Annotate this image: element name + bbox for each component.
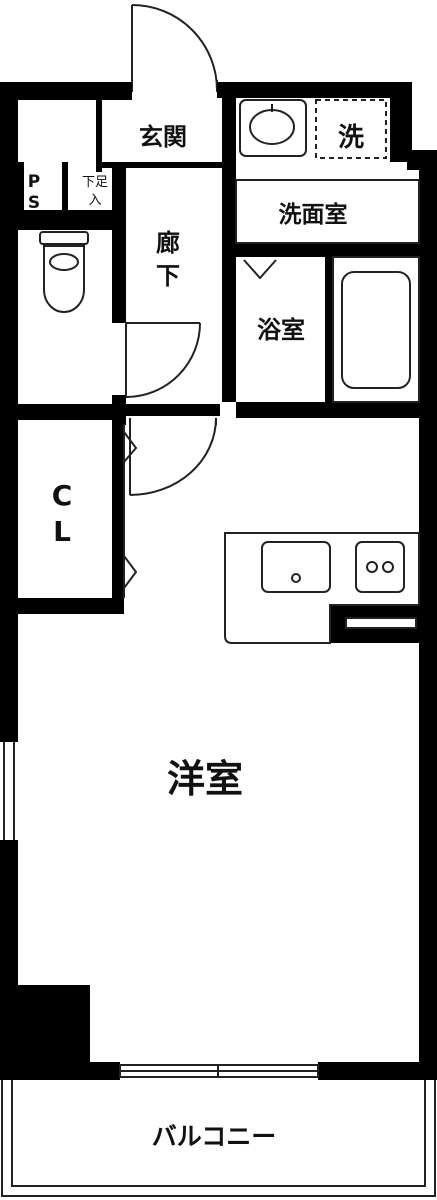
- label-yokushitsu: 浴室: [257, 316, 305, 344]
- toilet-door: [125, 322, 201, 398]
- label-ps-2: S: [28, 193, 40, 213]
- balcony-sliding-door: [119, 1064, 319, 1078]
- west-window: [3, 742, 15, 840]
- entrance-door: [131, 4, 218, 92]
- label-youshitsu: 洋室: [167, 757, 243, 801]
- label-gesoku-2: 入: [88, 193, 101, 208]
- bathroom-door: [243, 259, 277, 280]
- label-balcony: バルコニー: [152, 1122, 277, 1151]
- washing-machine-space: [315, 99, 387, 159]
- balcony-outline: [1, 1080, 436, 1197]
- label-senmenshitsu: 洗面室: [279, 201, 348, 228]
- bathtub: [332, 256, 420, 403]
- label-cl-2: L: [53, 515, 71, 548]
- label-rouka-2: 下: [156, 262, 180, 290]
- interior-walls: [18, 82, 436, 643]
- wash-basin: [239, 99, 307, 157]
- label-gesoku-1: 下足: [82, 175, 108, 190]
- room-door: [129, 417, 217, 496]
- kitchen-vent: [345, 617, 417, 629]
- closet-doors: [123, 424, 138, 598]
- label-genkan: 玄関: [139, 123, 187, 151]
- kitchen-counter: [224, 532, 420, 644]
- label-cl-1: C: [52, 479, 73, 512]
- label-ps-1: P: [28, 172, 40, 192]
- exterior-walls: [0, 82, 437, 1080]
- toilet: [39, 231, 89, 313]
- label-sentakuki: 洗: [338, 123, 364, 153]
- washroom-partition: [235, 179, 420, 244]
- label-rouka-1: 廊: [156, 229, 180, 257]
